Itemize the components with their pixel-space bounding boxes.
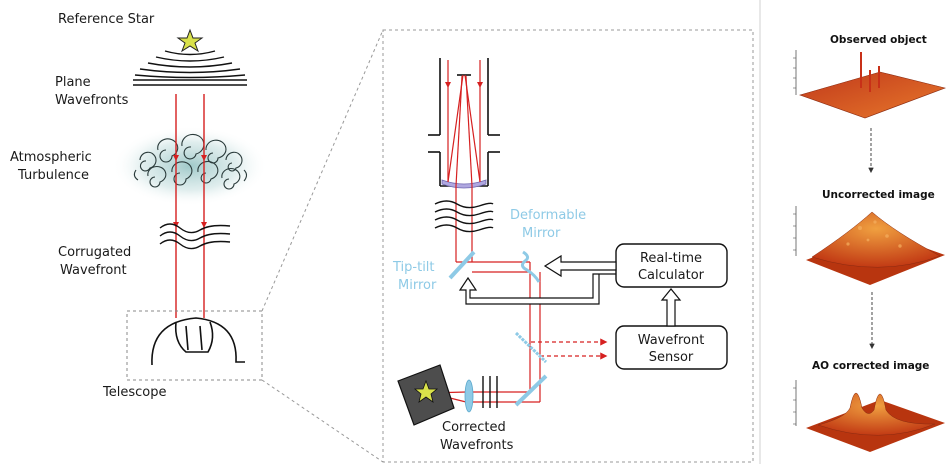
plane-wavefronts-lines [133, 79, 247, 86]
calculator-to-tiptilt-arrow [458, 273, 616, 305]
turbulence-label-line2: Turbulence [17, 168, 89, 183]
corrugated-wavefront-label-line1: Corrugated [58, 245, 131, 260]
fold-mirror [514, 374, 548, 407]
calculator-to-deformable-arrow [543, 254, 617, 278]
realtime-calculator-label-line2: Calculator [638, 268, 705, 283]
beam-splitter [514, 331, 548, 364]
optics-panel-frame [382, 29, 754, 463]
telescope-tube-icon [428, 58, 500, 187]
realtime-calculator-box: Real-time Calculator [615, 243, 728, 288]
corrected-wavefront-lines [482, 376, 498, 408]
zoom-connector-lines [261, 29, 384, 463]
tiptilt-mirror-label-line1: Tip-tilt [392, 260, 435, 275]
corrugated-wavefront-label-line2: Wavefront [60, 263, 127, 278]
sensor-to-calculator-arrow [660, 288, 682, 327]
telescope-label: Telescope [102, 385, 166, 400]
uncorrected-image-plot: Uncorrected image [793, 189, 945, 285]
wavefront-sensor-label-line2: Sensor [649, 350, 694, 365]
left-panel: Reference Star Plane Wavefronts [10, 12, 384, 463]
middle-panel: Deformable Mirror Tip-tilt Mirror [382, 29, 754, 463]
right-panel: Observed object Uncorrected image [793, 34, 947, 452]
wavefront-sensor-box: Wavefront Sensor [615, 325, 728, 370]
telescope-output-wavefront [434, 200, 494, 233]
observed-object-title: Observed object [830, 34, 927, 46]
optical-path-rays [429, 261, 608, 403]
deformable-mirror-label-line1: Deformable [510, 208, 586, 223]
incoming-light-rays [173, 94, 207, 318]
spherical-wavefronts [134, 50, 246, 79]
turbulence-label-line1: Atmospheric [10, 150, 92, 165]
telescope-zoom-box [126, 310, 263, 381]
turbulence-swirls-icon [133, 133, 248, 190]
corrected-wavefronts-label-line2: Wavefronts [440, 438, 514, 453]
ao-corrected-image-title: AO corrected image [812, 360, 929, 372]
camera-star-icon [413, 379, 439, 403]
uncorrected-image-title: Uncorrected image [822, 189, 935, 201]
corrugated-wavefront-lines [159, 223, 231, 250]
corrected-wavefronts-label-line1: Corrected [442, 420, 506, 435]
reference-star-icon [176, 28, 204, 53]
deformable-mirror [520, 250, 541, 283]
plane-wavefronts-label-line2: Wavefronts [55, 93, 129, 108]
plane-wavefronts-label-line1: Plane [55, 75, 91, 90]
observed-object-plot: Observed object [793, 34, 947, 119]
focusing-lens [464, 379, 474, 413]
realtime-calculator-label-line1: Real-time [640, 251, 702, 266]
tiptilt-mirror [448, 250, 476, 280]
reference-star-label: Reference Star [58, 12, 155, 27]
telescope-dome-icon [151, 317, 245, 366]
deformable-mirror-label-line2: Mirror [522, 226, 561, 241]
tiptilt-mirror-label-line2: Mirror [398, 278, 437, 293]
wavefront-sensor-label-line1: Wavefront [638, 333, 705, 348]
ao-corrected-image-plot: AO corrected image [793, 360, 945, 452]
telescope-internal-rays [445, 60, 483, 262]
